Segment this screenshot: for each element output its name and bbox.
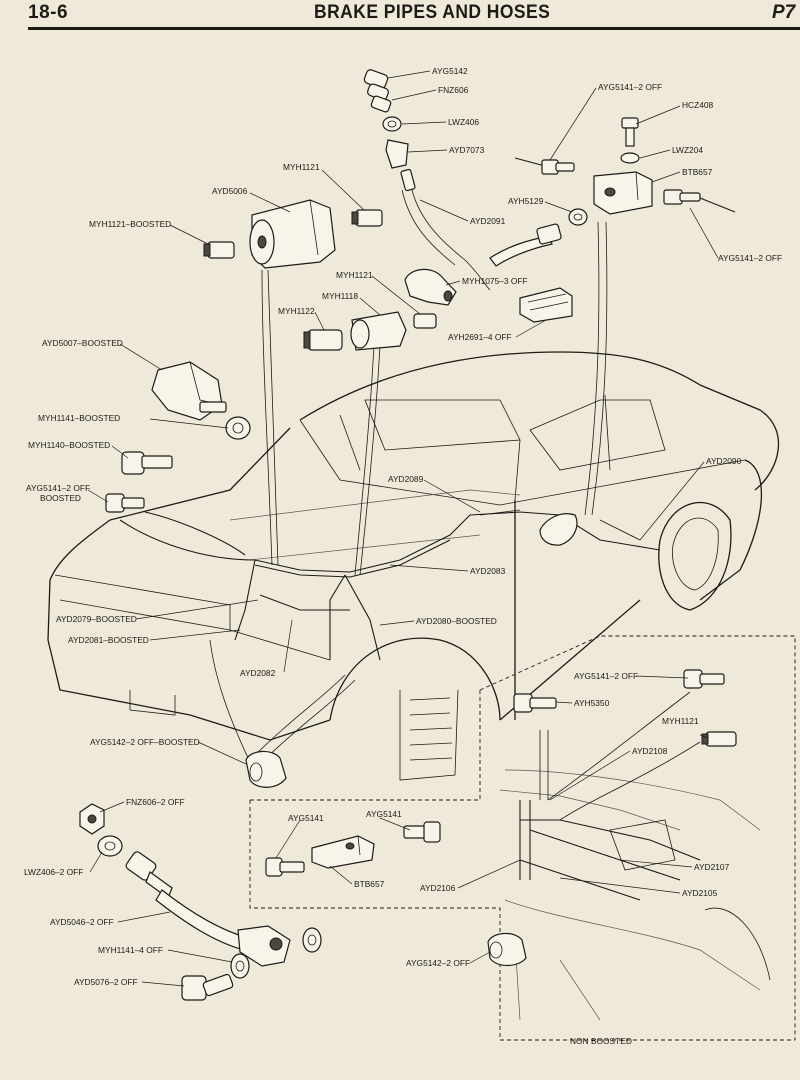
label-non-boosted: NON BOOSTED [570, 1036, 632, 1046]
part-hcz408 [621, 117, 639, 147]
part-myh1121-mid [413, 313, 437, 329]
page-number: 18-6 [28, 2, 69, 23]
label-myh1121-boosted: MYH1121–BOOSTED [89, 219, 171, 229]
label-fnz606-2off: FNZ606–2 OFF [126, 797, 185, 807]
label-ayg5141-2off-top: AYG5141–2 OFF [598, 82, 662, 92]
label-ayg5142-2off: AYG5142–2 OFF [406, 958, 470, 968]
part-lwz406-2off [97, 835, 123, 857]
part-fnz606-2off [79, 803, 105, 835]
part-ayg5141-inset-a [265, 857, 305, 877]
label-ayh2691-4off: AYH2691–4 OFF [448, 332, 512, 342]
part-myh1118 [350, 311, 407, 351]
part-ayh5350 [513, 693, 557, 713]
part-ayg5141-boosted [105, 493, 145, 513]
label-fnz606: FNZ606 [438, 85, 469, 95]
label-btb657-inset: BTB657 [354, 879, 385, 889]
part-ayg5141-top-left [514, 157, 575, 175]
label-ayd2089: AYD2089 [388, 474, 424, 484]
part-fnz606-top [370, 95, 392, 113]
part-myh1122 [303, 329, 343, 351]
part-lwz406-top [382, 116, 402, 132]
label-ayg5141-2off-boosted-1: AYG5141–2 OFF [26, 483, 90, 493]
header-rule [28, 27, 800, 30]
label-hcz408: HCZ408 [682, 100, 714, 110]
label-myh1140-boosted: MYH1140–BOOSTED [28, 440, 110, 450]
part-btb657-top [593, 171, 653, 215]
label-ayd2080-boosted: AYD2080–BOOSTED [416, 616, 497, 626]
label-ayd5046-2off: AYD5046–2 OFF [50, 917, 114, 927]
label-myh1122: MYH1122 [278, 306, 315, 316]
label-ayd5006: AYD5006 [212, 186, 248, 196]
part-myh1140-boosted [121, 451, 173, 475]
part-ayd5006 [249, 199, 336, 269]
label-ayg5142: AYG5142 [432, 66, 468, 76]
part-ayd2091-hose [400, 168, 562, 267]
label-ayd2108: AYD2108 [632, 746, 668, 756]
part-ayg5142-inset [487, 932, 527, 967]
brake-pipe-runs [119, 189, 661, 763]
label-ayg5141-2off-inset: AYG5141–2 OFF [574, 671, 638, 681]
label-ayd2107: AYD2107 [694, 862, 730, 872]
label-ayg5141-2off-boosted-2: BOOSTED [40, 493, 81, 503]
part-ayd5076 [181, 973, 234, 1001]
part-ayg5142-2off-boosted [245, 750, 287, 788]
label-ayg5141-a: AYG5141 [288, 813, 324, 823]
label-ayg5141-b: AYG5141 [366, 809, 402, 819]
part-ayg5141-top-right [663, 189, 736, 213]
part-myh1121-inset [701, 731, 737, 747]
label-ayd5007-boosted: AYD5007–BOOSTED [42, 338, 123, 348]
label-lwz204: LWZ204 [672, 145, 703, 155]
label-ayd5076-2off: AYD5076–2 OFF [74, 977, 138, 987]
label-myh1075-3off: MYH1075–3 OFF [462, 276, 528, 286]
label-ayd2091: AYD2091 [470, 216, 506, 226]
part-myh1121-top [351, 209, 383, 227]
label-ayh5129: AYH5129 [508, 196, 544, 206]
part-ayg5141-inset [683, 669, 725, 689]
label-ayh5350: AYH5350 [574, 698, 610, 708]
label-myh1121-top: MYH1121 [283, 162, 320, 172]
label-ayd2105: AYD2105 [682, 888, 718, 898]
label-ayd2079-boosted: AYD2079–BOOSTED [56, 614, 137, 624]
part-myh1141-boosted [225, 416, 251, 440]
part-washer-lower [302, 927, 322, 953]
label-myh1121-mid: MYH1121 [336, 270, 373, 280]
part-ayd7073-clip [385, 139, 409, 169]
page-title: BRAKE PIPES AND HOSES [314, 2, 551, 23]
label-myh1121-inset: MYH1121 [662, 716, 699, 726]
part-ayd5007-boosted [151, 361, 227, 421]
label-ayd7073: AYD7073 [449, 145, 485, 155]
label-ayd2083: AYD2083 [470, 566, 506, 576]
part-labels: AYG5142 FNZ606 LWZ406 AYD7073 AYD2091 MY… [24, 66, 782, 1046]
label-ayd2081-boosted: AYD2081–BOOSTED [68, 635, 149, 645]
part-ayh5129 [568, 208, 588, 226]
part-myh1141-4off [230, 953, 250, 979]
part-btb657-inset [311, 835, 375, 869]
label-ayd2106: AYD2106 [420, 883, 456, 893]
part-myh1075 [404, 268, 457, 306]
label-myh1118: MYH1118 [322, 291, 358, 301]
label-ayg5142-2off-boosted: AYG5142–2 OFF–BOOSTED [90, 737, 200, 747]
page-header-right: P7 [772, 2, 796, 23]
part-ayd5046-hose [125, 851, 291, 967]
leader-lines [87, 70, 719, 987]
part-lwz204 [620, 152, 640, 164]
car-body-outline [47, 351, 780, 781]
label-lwz406: LWZ406 [448, 117, 479, 127]
label-myh1141-boosted: MYH1141–BOOSTED [38, 413, 120, 423]
label-ayg5141-2off-right: AYG5141–2 OFF [718, 253, 782, 263]
label-btb657-top: BTB657 [682, 167, 713, 177]
label-ayd2090: AYD2090 [706, 456, 742, 466]
part-myh1121-boosted [203, 241, 235, 259]
label-ayd2082: AYD2082 [240, 668, 276, 678]
part-ayg5141-inset-b [403, 821, 441, 843]
label-lwz406-2off: LWZ406–2 OFF [24, 867, 83, 877]
inset-car-outline [499, 691, 771, 1021]
non-boosted-inset-border [249, 635, 796, 1041]
part-ayh2691 [519, 287, 573, 323]
label-myh1141-4off: MYH1141–4 OFF [98, 945, 163, 955]
